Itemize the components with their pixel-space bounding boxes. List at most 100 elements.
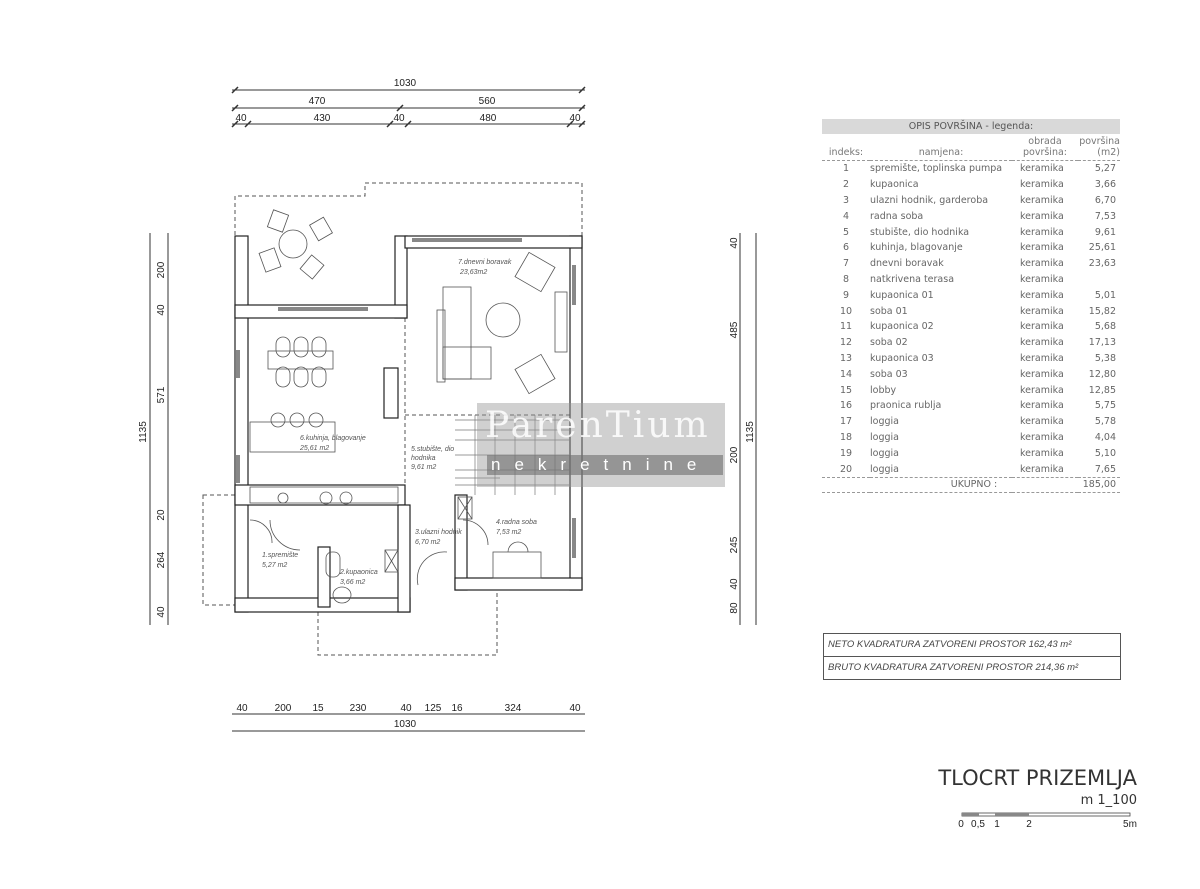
row-finish: keramika <box>1020 194 1064 206</box>
row-area: 23,63 <box>1088 258 1116 270</box>
row-area: 3,66 <box>1094 179 1116 191</box>
neto-area: NETO KVADRATURA ZATVORENI PROSTOR 162,43… <box>828 639 1072 650</box>
dim-top-b: 560 <box>479 96 496 107</box>
scale-tick-5: 5m <box>1123 819 1137 830</box>
scale-bar: 0 0,5 1 2 5m <box>958 812 1137 830</box>
row-index: 5 <box>842 226 850 238</box>
row-area: 6,70 <box>1094 194 1116 206</box>
row-finish: keramika <box>1020 210 1064 222</box>
row-use: loggia <box>870 463 899 475</box>
row-area: 9,61 <box>1094 226 1116 238</box>
room-1-name: 1.spremište <box>262 552 298 559</box>
row-area: 7,65 <box>1094 463 1116 475</box>
row-area: 5,75 <box>1094 400 1116 412</box>
dim-left-c: 571 <box>156 386 167 403</box>
dim-right-e: 40 <box>729 578 740 590</box>
row-use: ulazni hodnik, garderoba <box>870 194 989 206</box>
row-finish: keramika <box>1020 368 1064 380</box>
row-use: kupaonica <box>870 179 919 191</box>
row-finish: keramika <box>1020 337 1064 349</box>
row-use: loggia <box>870 447 899 459</box>
room-4-area: 7,53 m2 <box>496 529 521 536</box>
row-index: 16 <box>839 400 853 412</box>
row-use: radna soba <box>870 210 924 222</box>
total-value: 185,00 <box>1078 476 1120 493</box>
row-index: 7 <box>842 258 850 270</box>
dim-bottom-i: 40 <box>569 703 581 714</box>
row-finish: keramika <box>1020 400 1064 412</box>
row-area <box>1078 272 1120 288</box>
row-finish: keramika <box>1020 431 1064 443</box>
dim-bottom-c: 15 <box>312 703 324 714</box>
row-area: 5,78 <box>1094 416 1116 428</box>
surface-legend-table: OPIS POVRŠINA - legenda: indeks: namjena… <box>822 119 1120 493</box>
dim-top-c4: 480 <box>480 113 497 124</box>
row-finish: keramika <box>1020 226 1064 238</box>
dim-left-a: 200 <box>156 261 167 278</box>
table-row: 16 praonica rublja keramika 5,75 <box>822 398 1120 414</box>
room-5-area: 9,61 m2 <box>411 464 437 471</box>
dim-top-c1: 40 <box>235 113 247 124</box>
dim-right-d: 245 <box>729 536 740 553</box>
watermark-sub: nekretnine <box>487 455 723 475</box>
row-use: lobby <box>870 384 897 396</box>
row-use: kupaonica 03 <box>870 352 934 364</box>
col-index: indeks: <box>822 134 870 161</box>
row-use: soba 01 <box>870 305 908 317</box>
row-index: 4 <box>842 210 850 222</box>
dim-top-a: 470 <box>309 96 326 107</box>
row-use: loggia <box>870 416 899 428</box>
row-index: 17 <box>839 416 853 428</box>
dim-bottom-e: 40 <box>400 703 412 714</box>
scale-tick-0: 0 <box>958 819 964 830</box>
row-index: 11 <box>839 321 853 333</box>
row-area: 5,01 <box>1094 289 1116 301</box>
row-use: spremište, toplinska pumpa <box>870 163 1003 175</box>
row-use: kupaonica 02 <box>870 321 934 333</box>
row-use: soba 03 <box>870 368 908 380</box>
bruto-area: BRUTO KVADRATURA ZATVORENI PROSTOR 214,3… <box>824 656 1120 679</box>
room-2-name: 2.kupaonica <box>339 569 378 576</box>
scale-tick-2: 2 <box>1026 819 1032 830</box>
row-finish: keramika <box>1020 352 1064 364</box>
row-finish: keramika <box>1020 447 1064 459</box>
row-finish: keramika <box>1020 258 1064 270</box>
scale-tick-1: 1 <box>994 819 1000 830</box>
row-index: 9 <box>842 289 850 301</box>
row-finish: keramika <box>1020 179 1064 191</box>
row-finish: keramika <box>1020 305 1064 317</box>
room-5-name: 5.stubište, dio hodnika <box>411 446 455 462</box>
dim-bottom-f: 125 <box>425 703 442 714</box>
row-finish: keramika <box>1020 163 1064 175</box>
watermark-brand: ParenTium <box>485 405 711 446</box>
dim-right-a: 40 <box>729 237 740 249</box>
legend-title: OPIS POVRŠINA - legenda: <box>822 119 1120 134</box>
dim-left-b: 40 <box>156 304 167 316</box>
area-summary: NETO KVADRATURA ZATVORENI PROSTOR 162,43… <box>823 633 1121 680</box>
row-use: praonica rublja <box>870 400 942 412</box>
dim-left-e: 264 <box>156 551 167 568</box>
col-area: površina (m2) <box>1078 134 1120 161</box>
dim-right-b: 485 <box>729 321 740 338</box>
row-area: 25,61 <box>1088 242 1116 254</box>
row-use: loggia <box>870 431 899 443</box>
dim-top-c3: 40 <box>393 113 405 124</box>
row-index: 3 <box>842 194 850 206</box>
row-index: 12 <box>839 337 853 349</box>
row-area: 5,38 <box>1094 352 1116 364</box>
col-use: namjena: <box>870 134 1012 161</box>
dim-bottom-g: 16 <box>451 703 463 714</box>
row-finish: keramika <box>1020 273 1064 285</box>
